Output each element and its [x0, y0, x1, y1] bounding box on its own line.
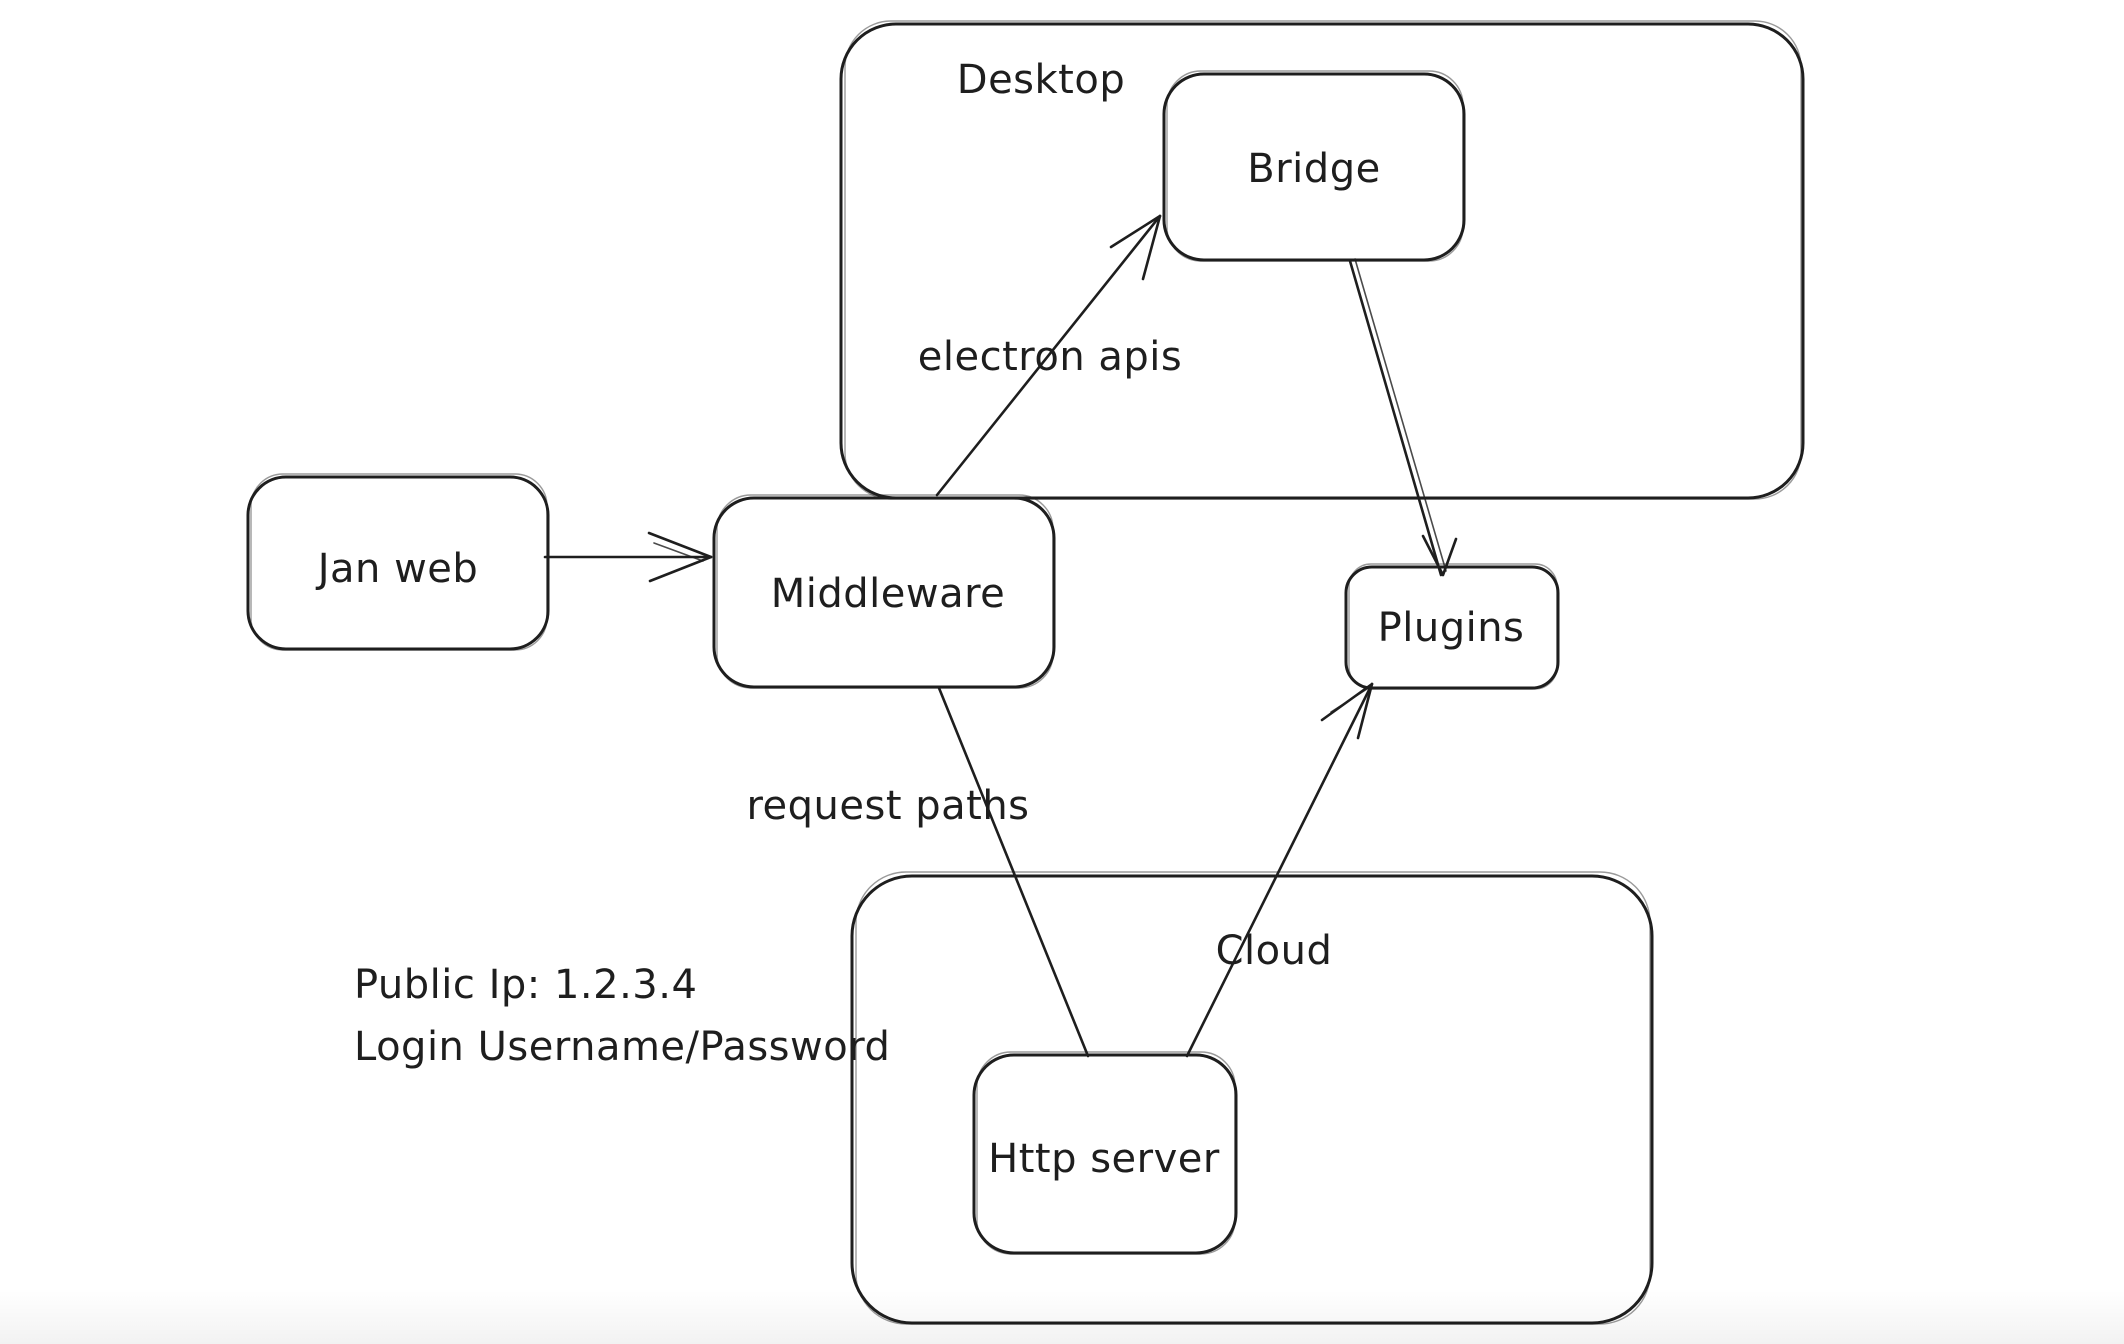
http-server-node: Http server	[972, 1051, 1238, 1255]
cloud-label: Cloud	[1216, 928, 1333, 974]
jan-web-node-outline	[246, 475, 550, 651]
middleware-label: Middleware	[771, 571, 1006, 617]
bridge-node-outline	[1162, 72, 1466, 262]
bridge-label: Bridge	[1247, 146, 1380, 192]
cloud-container-outline	[850, 874, 1654, 1325]
jan-web-label: Jan web	[315, 546, 479, 592]
login-note-text: Login Username/Password	[354, 1024, 890, 1070]
plugins-node: Plugins	[1344, 563, 1560, 690]
edge-middleware-to-http-server-line	[937, 686, 1090, 1058]
edge-http-server-to-plugins-arrowhead-sketch	[1330, 688, 1368, 713]
edge-http-server-to-plugins-line	[1185, 682, 1374, 1058]
cloud-container: Cloud	[850, 871, 1654, 1325]
desktop-container-outline	[839, 22, 1805, 500]
desktop-container-outline-sketch	[844, 20, 1802, 500]
edge-jan-web-to-middleware	[543, 531, 713, 583]
edge-middleware-to-bridge-label: electron apis	[918, 334, 1182, 380]
bridge-node-outline-sketch	[1166, 70, 1464, 262]
edge-middleware-to-bridge-line	[935, 214, 1162, 497]
desktop-label: Desktop	[957, 57, 1125, 103]
bridge-node: Bridge	[1162, 70, 1466, 262]
public-ip-note-text: Public Ip: 1.2.3.4	[354, 962, 697, 1008]
middleware-node: Middleware	[712, 494, 1056, 689]
http-server-node-outline-sketch	[976, 1051, 1236, 1255]
edge-http-server-to-plugins	[1185, 682, 1374, 1058]
edge-middleware-to-http-server-label: request paths	[746, 783, 1029, 829]
middleware-node-outline-sketch	[716, 494, 1054, 689]
http-server-label: Http server	[988, 1136, 1220, 1182]
plugins-node-outline-sketch	[1348, 563, 1558, 690]
edge-bridge-to-plugins-line-sketch	[1354, 258, 1447, 572]
edge-middleware-to-bridge-arrowhead-icon	[1109, 214, 1162, 281]
edge-middleware-to-bridge: electron apis	[918, 214, 1182, 497]
credentials-note: Public Ip: 1.2.3.4 Login Username/Passwo…	[354, 962, 890, 1070]
edge-jan-web-to-middleware-arrowhead-sketch	[653, 542, 704, 562]
edge-bridge-to-plugins	[1348, 258, 1458, 577]
jan-web-node-outline-sketch	[250, 473, 548, 651]
plugins-node-outline	[1344, 565, 1560, 690]
middleware-node-outline	[712, 496, 1056, 689]
cloud-container-outline-sketch	[855, 871, 1651, 1325]
desktop-container: Desktop	[839, 20, 1805, 500]
edge-bridge-to-plugins-arrowhead-icon	[1421, 534, 1458, 577]
edge-http-server-to-plugins-arrowhead-icon	[1320, 682, 1374, 740]
plugins-label: Plugins	[1378, 605, 1525, 651]
edge-bridge-to-plugins-line	[1348, 259, 1443, 577]
edge-middleware-to-http-server: request paths	[746, 686, 1090, 1058]
jan-web-node: Jan web	[246, 473, 550, 651]
http-server-node-outline	[972, 1053, 1238, 1255]
